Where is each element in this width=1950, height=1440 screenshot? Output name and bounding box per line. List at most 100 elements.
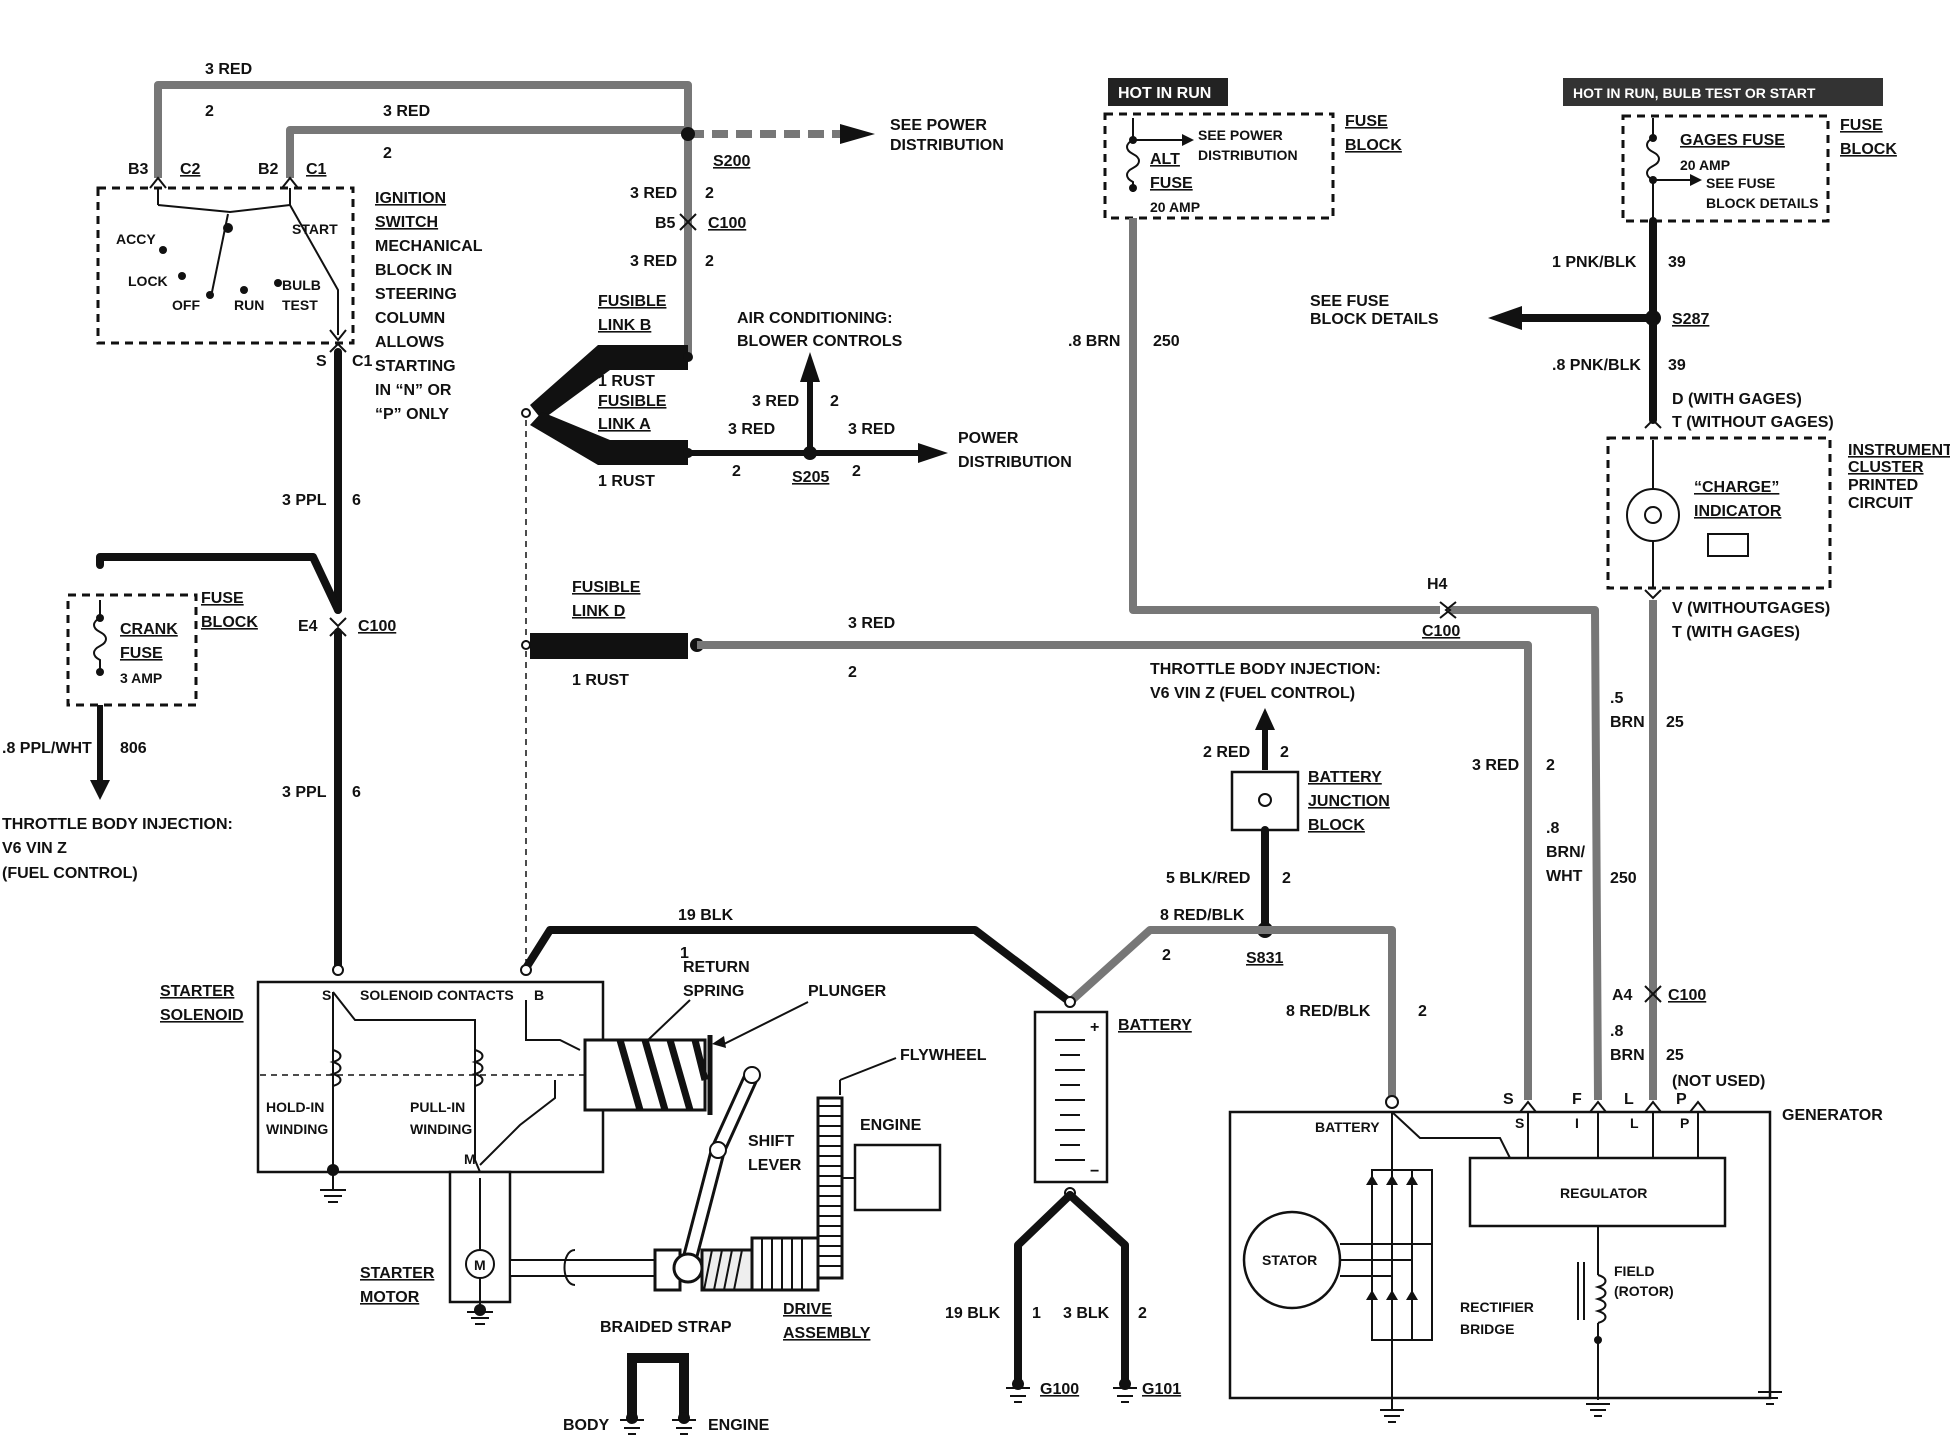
lbl-rm-brn3: BRN — [1610, 1047, 1645, 1064]
lbl-alt-fb-2: BLOCK — [1345, 137, 1402, 154]
lbl-charge-2: INDICATOR — [1694, 503, 1782, 520]
lbl-flb-1: FUSIBLE — [598, 293, 667, 310]
lbl-distribution: DISTRIBUTION — [890, 137, 1004, 154]
lbl-h4: H4 — [1427, 576, 1448, 593]
lbl-flb-2: LINK B — [598, 317, 651, 334]
lbl-sfbd-1: SEE FUSE — [1310, 293, 1389, 310]
lbl-hold-1: HOLD-IN — [266, 1099, 324, 1115]
lbl-gen-battery: BATTERY — [1315, 1119, 1380, 1135]
lbl-ign-6: COLUMN — [375, 310, 445, 327]
lbl-bj-1: BATTERY — [1308, 769, 1382, 786]
lbl-drive-2: ASSEMBLY — [783, 1325, 871, 1342]
lbl-shift-1: SHIFT — [748, 1133, 794, 1150]
lbl-st-1: 1 — [680, 945, 689, 962]
lbl-c-c100: C100 — [708, 215, 746, 232]
lbl-39a: 39 — [1668, 254, 1686, 271]
lbl-rm-brn: BRN — [1610, 714, 1645, 731]
lbl-8rb: 8 RED/BLK — [1160, 907, 1245, 924]
crank-fuse-box — [66, 593, 198, 707]
wire-3blk-g101 — [1066, 1191, 1129, 1384]
lbl-engine: ENGINE — [860, 1117, 922, 1134]
lbl-a4: A4 — [1612, 987, 1633, 1004]
lbl-c-2c: 2 — [732, 463, 741, 480]
battery-icon — [1707, 533, 1749, 557]
lbl-b3: B3 — [128, 161, 149, 178]
lbl-battery: BATTERY — [1118, 1017, 1192, 1034]
starter-solenoid-box — [256, 980, 605, 1174]
lbl-off: OFF — [172, 297, 200, 313]
lbl-ss-2: SOLENOID — [160, 1007, 244, 1024]
lbl-st-b: B — [534, 987, 544, 1003]
lbl-rect-1: RECTIFIER — [1460, 1299, 1534, 1315]
lbl-g101: G101 — [1142, 1381, 1181, 1398]
lbl-rm-brn2: BRN/ — [1546, 844, 1586, 861]
lbl-gen-p: P — [1676, 1091, 1687, 1108]
lbl-v-gages: V (WITHOUTGAGES) — [1672, 600, 1830, 617]
lbl-lm-c100: C100 — [358, 618, 396, 635]
lbl-rust-1: 1 RUST — [598, 373, 655, 390]
lbl-sm-2: MOTOR — [360, 1289, 420, 1306]
lbl-gen-s: S — [1503, 1091, 1514, 1108]
lbl-ic-3: PRINTED — [1848, 477, 1918, 494]
lbl-lock: LOCK — [128, 273, 168, 289]
lbl-regulator: REGULATOR — [1560, 1185, 1647, 1201]
charge-indicator-bulb — [1626, 488, 1680, 542]
pull-in-winding — [471, 1049, 484, 1087]
lbl-5blk: 5 BLK/RED — [1166, 870, 1250, 887]
lbl-c-2e: 2 — [830, 393, 839, 410]
lbl-contacts: SOLENOID CONTACTS — [360, 987, 514, 1003]
engine-block — [853, 1143, 942, 1212]
lbl-fld-1: FUSIBLE — [572, 579, 641, 596]
lbl-alt-20amp: 20 AMP — [1150, 199, 1200, 215]
lbl-sfbd-2: BLOCK DETAILS — [1310, 311, 1439, 328]
wire-3red-b2 — [286, 126, 688, 178]
lbl-alt-fb-1: FUSE — [1345, 113, 1388, 130]
lbl-plunger: PLUNGER — [808, 983, 887, 1000]
splice-s200 — [681, 127, 695, 141]
lbl-ppl-8: .8 PPL/WHT — [2, 740, 92, 757]
lbl-pull-2: WINDING — [410, 1121, 472, 1137]
connector-b3 — [149, 176, 167, 189]
lbl-gages-fb-2: BLOCK — [1840, 141, 1897, 158]
flywheel — [816, 1096, 844, 1280]
instrument-cluster-box — [1606, 436, 1832, 590]
lbl-generator: GENERATOR — [1782, 1107, 1883, 1124]
lbl-c2: C2 — [180, 161, 201, 178]
lbl-st-19blk: 19 BLK — [678, 907, 734, 924]
splice-s205 — [803, 446, 817, 460]
lbl-rm-25b: 25 — [1666, 1047, 1684, 1064]
battery-box — [1033, 1010, 1109, 1184]
lbl-crank-2: FUSE — [120, 645, 163, 662]
lbl-pnk-1: 1 PNK/BLK — [1552, 254, 1637, 271]
lbl-st-s: S — [322, 987, 331, 1003]
lbl-3ppl-b: 3 PPL — [282, 784, 327, 801]
lbl-alt-brn: .8 BRN — [1068, 333, 1120, 350]
lbl-fla-2: LINK A — [598, 416, 651, 433]
lbl-ign-5: STEERING — [375, 286, 457, 303]
wire-3red-link-d — [697, 641, 1532, 1100]
lbl-ign-8: STARTING — [375, 358, 456, 375]
lbl-ign-10: “P” ONLY — [375, 406, 449, 423]
lbl-c-3red-b: 3 RED — [630, 253, 677, 270]
lbl-c-3red-a: 3 RED — [630, 185, 677, 202]
lbl-t2-gages: T (WITH GAGES) — [1672, 624, 1800, 641]
lbl-ign-c1: C1 — [352, 353, 373, 370]
lbl-c-2b: 2 — [705, 253, 714, 270]
lbl-rm-08b: .8 — [1610, 1023, 1623, 1040]
lbl-tbi-l-2: V6 VIN Z — [2, 840, 67, 857]
lbl-bj-2: JUNCTION — [1308, 793, 1390, 810]
lbl-gages-see-2: BLOCK DETAILS — [1706, 195, 1819, 211]
lbl-ign-3: MECHANICAL — [375, 238, 483, 255]
lbl-3amp: 3 AMP — [120, 670, 162, 686]
hot-in-run-banner — [1108, 78, 1228, 106]
lbl-c-3red-e: 3 RED — [848, 421, 895, 438]
lbl-g100: G100 — [1040, 1381, 1079, 1398]
lbl-field-2: (ROTOR) — [1614, 1283, 1674, 1299]
lbl-fld-rust: 1 RUST — [572, 672, 629, 689]
gages-fuse-box — [1621, 114, 1830, 223]
lbl-motor-m: M — [474, 1257, 486, 1273]
wire-19blk — [522, 926, 1074, 1006]
ignition-switch-box — [96, 186, 355, 345]
lbl-batt-1: 1 — [1032, 1305, 1041, 1322]
lbl-fuse-1: FUSE — [201, 590, 244, 607]
